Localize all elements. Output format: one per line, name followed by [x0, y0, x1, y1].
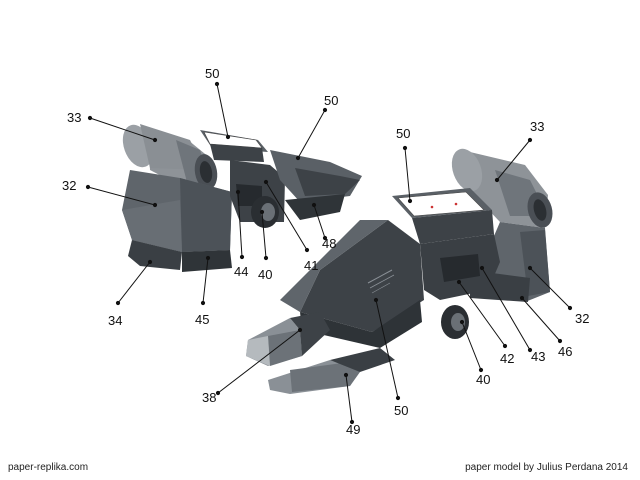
callout-left-44: 44 — [234, 264, 248, 279]
right-main-body — [300, 220, 424, 332]
right-cylinder — [451, 148, 553, 228]
callout-right-42: 42 — [500, 351, 514, 366]
callout-left-right-50: 50 — [324, 93, 338, 108]
callout-right-33: 33 — [530, 119, 544, 134]
callout-right-43: 43 — [531, 349, 545, 364]
left-model-part — [122, 124, 362, 272]
callout-left-45: 45 — [195, 312, 209, 327]
callout-right-40: 40 — [476, 372, 490, 387]
callout-left-40: 40 — [258, 267, 272, 282]
callout-right-top-50: 50 — [396, 126, 410, 141]
callout-left-34: 34 — [108, 313, 122, 328]
callout-left-top-50: 50 — [205, 66, 219, 81]
footer-site-credit: paper-replika.com — [8, 462, 89, 473]
callout-left-33: 33 — [67, 110, 81, 125]
right-model-part — [246, 148, 553, 394]
callout-right-38: 38 — [202, 390, 216, 405]
left-cylinder — [122, 124, 218, 196]
callout-lines — [85, 81, 573, 425]
callout-right-49: 49 — [346, 422, 360, 437]
callout-right-46: 46 — [558, 344, 572, 359]
callout-left-41: 41 — [304, 258, 318, 273]
callout-right-32: 32 — [575, 311, 589, 326]
callout-left-32: 32 — [62, 178, 76, 193]
footer-author-credit: paper model by Julius Perdana 2014 — [465, 462, 628, 473]
callout-left-48: 48 — [322, 236, 336, 251]
callout-labels: 50 50 33 32 34 45 44 40 41 48 50 33 32 4… — [62, 66, 589, 437]
callout-right-bottom-50: 50 — [394, 403, 408, 418]
